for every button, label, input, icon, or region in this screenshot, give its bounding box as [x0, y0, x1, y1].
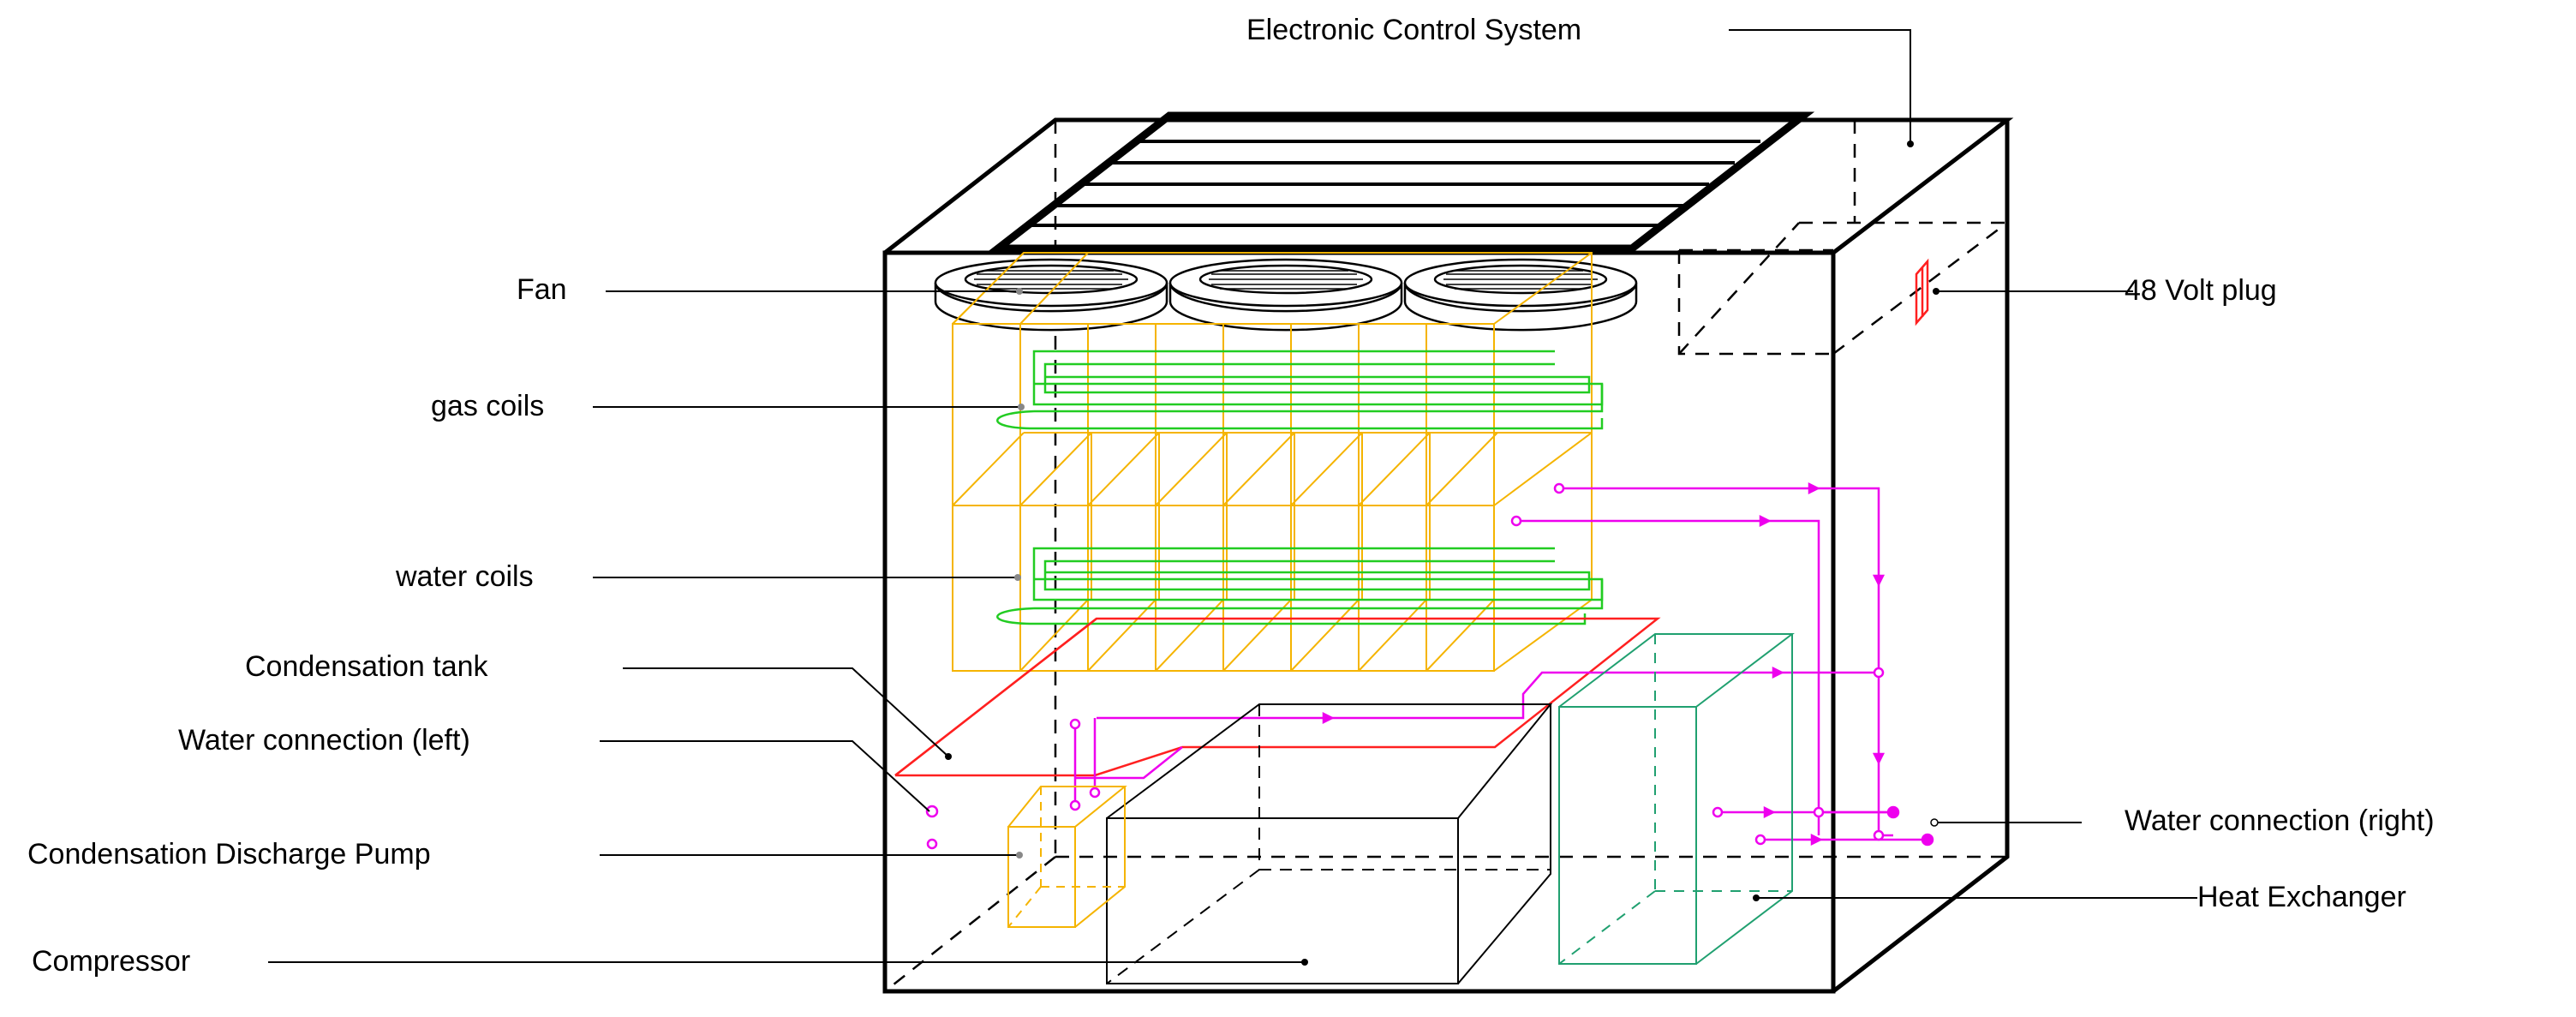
cabinet-right-face — [1832, 120, 2010, 993]
label-electronic-control-system: Electronic Control System — [1246, 14, 1581, 46]
water-coils — [996, 547, 1604, 625]
label-water-connection-left: Water connection (left) — [178, 724, 470, 757]
label-heat-exchanger: Heat Exchanger — [2197, 881, 2406, 913]
coil-frame-verticals — [952, 252, 1593, 671]
label-water-coils: water coils — [395, 560, 534, 593]
label-volt-plug: 48 Volt plug — [2125, 274, 2277, 307]
labels: Electronic Control System Fan gas coils … — [27, 14, 2435, 978]
pipe-fittings — [925, 482, 1885, 850]
fan-1 — [934, 258, 1168, 332]
condensation-discharge-pump — [1007, 786, 1127, 928]
label-fan: Fan — [517, 273, 567, 306]
leader-lines — [268, 29, 2197, 963]
condensation-tank — [894, 617, 1661, 777]
cabinet-top-face — [883, 117, 2014, 254]
compressor — [1106, 703, 1553, 984]
pipe-joints — [1886, 805, 1934, 847]
leader-dots — [945, 141, 1939, 966]
label-compressor: Compressor — [32, 945, 190, 978]
label-gas-coils: gas coils — [431, 390, 544, 422]
fan-2 — [1168, 258, 1403, 332]
volt-plug — [1915, 258, 1929, 326]
heat-exchanger — [1558, 633, 1795, 965]
flow-arrows — [1322, 482, 1886, 847]
label-water-connection-right: Water connection (right) — [2125, 805, 2435, 837]
fan-3 — [1403, 258, 1638, 332]
coil-frame-diagonals — [1019, 252, 1495, 672]
label-condensation-discharge-pump: Condensation Discharge Pump — [27, 838, 431, 870]
gas-coils — [996, 350, 1604, 430]
top-grille — [986, 111, 1815, 253]
label-condensation-tank: Condensation tank — [245, 650, 489, 683]
pipes — [925, 482, 1934, 850]
cabinet-hidden-edges — [884, 120, 2008, 992]
fans — [934, 258, 1638, 332]
